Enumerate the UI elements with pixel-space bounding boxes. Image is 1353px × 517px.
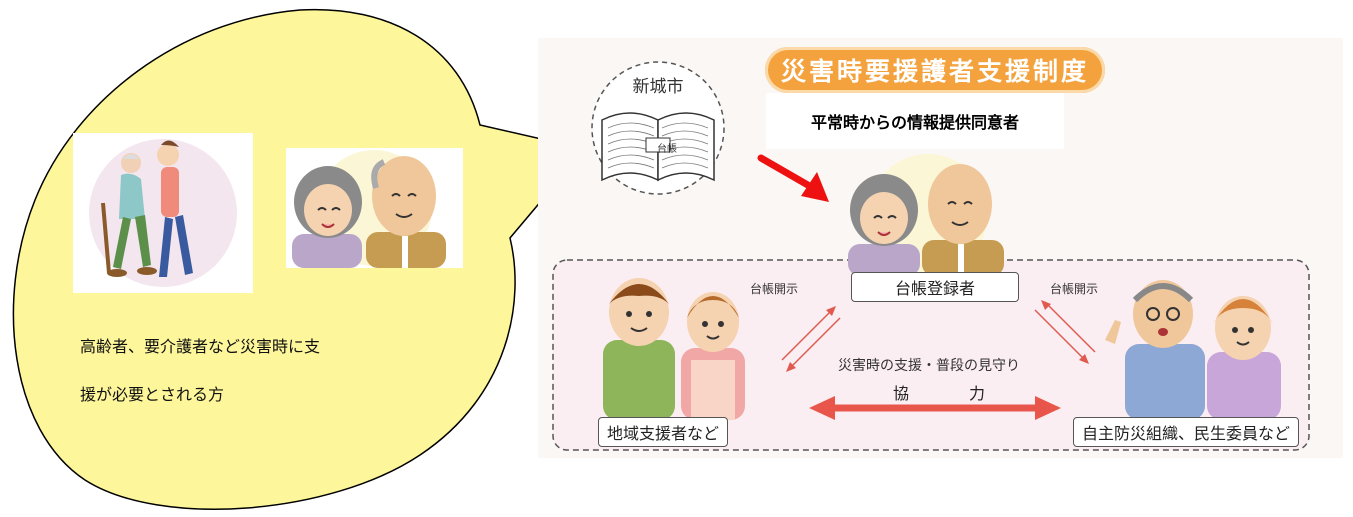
elder-caregiver-illustration: [73, 133, 253, 293]
red-arrow-icon: [757, 154, 829, 202]
consent-label: 平常時からの情報提供同意者: [766, 93, 1064, 149]
city-label: 新城市: [632, 77, 684, 97]
bubble-text-line-1: 高齢者、要介護者など災害時に支: [80, 337, 321, 356]
cooperation-arrow: [809, 396, 1061, 420]
bubble-text-line-2: 援が必要とされる方: [80, 385, 225, 404]
disaster-org-illustration: [1105, 280, 1281, 420]
disclosure-left-label: 台帳開示: [750, 282, 799, 296]
ledger-book-icon: [591, 61, 725, 195]
system-title: 災害時要援護者支援制度: [765, 47, 1105, 93]
cooperation-label: 協 力: [893, 384, 1008, 403]
disclosure-right-label: 台帳開示: [1050, 282, 1099, 296]
disclosure-right-arrows: [1034, 300, 1096, 364]
disaster-org-label: 自主防災組織、民生委員など: [1073, 417, 1300, 447]
local-supporters-label: 地域支援者など: [598, 417, 729, 447]
support-description: 災害時の支援・普段の見守り: [838, 358, 1020, 374]
elderly-couple-illustration: [286, 148, 463, 268]
ledger-label: 台帳: [657, 144, 677, 155]
registered-couple-illustration: [848, 154, 1004, 276]
local-supporters-illustration: [603, 278, 745, 420]
registrant-label: 台帳登録者: [851, 272, 1019, 302]
disclosure-left-arrows: [781, 306, 841, 372]
